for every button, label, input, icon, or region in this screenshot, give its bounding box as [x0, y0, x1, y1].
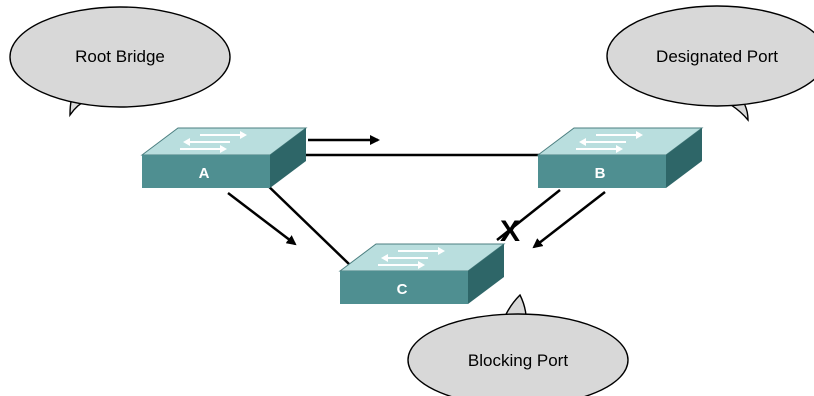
blocked-port-x-mark: X	[500, 215, 520, 248]
switch-front	[142, 155, 270, 188]
callout-root-bridge: Root Bridge	[9, 6, 231, 118]
callout-join	[503, 318, 527, 332]
switch-a-label: A	[199, 165, 210, 182]
switch-a: A	[140, 127, 308, 188]
switch-arrows-icon	[180, 131, 247, 153]
callout-bubble	[606, 5, 814, 107]
callout-bubble	[9, 6, 231, 108]
switch-arrows-icon	[576, 131, 643, 153]
callout-root-bridge-text: Root Bridge	[75, 47, 165, 66]
callout-designated-port: Designated Port	[606, 5, 814, 122]
switch-side	[468, 244, 504, 304]
switch-front	[538, 155, 666, 188]
switch-side	[666, 128, 702, 188]
callout-designated-port-text: Designated Port	[656, 47, 778, 66]
switch-side	[270, 128, 306, 188]
switch-c-label: C	[397, 281, 408, 298]
switch-arrows-icon	[378, 247, 445, 269]
link-b-c	[496, 189, 561, 241]
switch-b: B	[536, 127, 704, 188]
link-a-c	[261, 179, 351, 266]
callout-bubble	[407, 313, 629, 396]
arrow-a-to-c	[227, 192, 297, 246]
switch-b-label: B	[595, 165, 606, 182]
callout-blocking-port-text: Blocking Port	[468, 351, 568, 370]
switch-c: C	[338, 243, 506, 304]
switch-front	[340, 271, 468, 304]
callout-join	[705, 82, 733, 96]
arrow-b-to-c	[532, 191, 606, 249]
callout-blocking-port: Blocking Port	[407, 293, 629, 396]
callout-join	[95, 80, 117, 94]
